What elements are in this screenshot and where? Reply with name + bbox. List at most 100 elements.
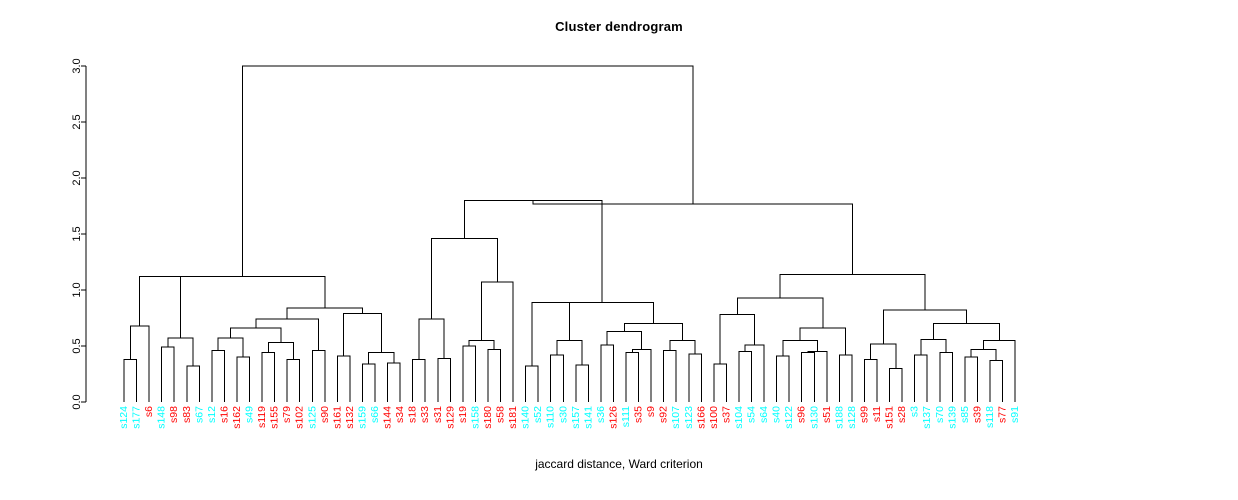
leaf-label: s141 (582, 406, 594, 429)
dendrogram-link (139, 276, 181, 339)
dendrogram-link (939, 352, 953, 402)
leaf-label: s177 (131, 406, 143, 429)
leaf-label: s155 (269, 406, 281, 429)
leaf-label: s140 (520, 406, 532, 429)
leaf-label: s119 (256, 406, 268, 428)
dendrogram-link (123, 358, 138, 402)
dendrogram-link (623, 323, 683, 341)
leaf-label: s54 (746, 406, 758, 423)
leaf-label: s158 (469, 406, 481, 429)
dendrogram-link (437, 357, 451, 402)
leaf-label: s111 (620, 406, 632, 427)
dendrogram-link (964, 356, 978, 402)
dendrogram-link (914, 354, 928, 402)
leaf-label: s151 (884, 406, 896, 429)
leaf-label: s188 (833, 406, 845, 429)
dendrogram-branches (123, 65, 1016, 402)
y-tick-label: 0.5 (71, 338, 83, 353)
dendrogram-link (412, 358, 426, 402)
leaf-label: s33 (419, 406, 431, 423)
leaf-label: s118 (984, 406, 996, 428)
dendrogram-link (625, 352, 640, 402)
dendrogram-link (550, 354, 564, 402)
dendrogram-link (631, 348, 652, 402)
dendrogram-link (600, 344, 614, 402)
leaf-label: s70 (934, 406, 946, 423)
dendrogram-link (606, 330, 643, 350)
y-axis: 0.00.51.01.52.02.53.0 (71, 58, 87, 410)
dendrogram-link (368, 352, 395, 364)
leaf-label: s85 (959, 406, 971, 423)
dendrogram-link (932, 323, 1000, 341)
leaf-label: s6 (143, 406, 155, 417)
y-tick-label: 0.0 (71, 394, 83, 409)
dendrogram-link (267, 342, 294, 360)
dendrogram-link (481, 281, 514, 402)
dendrogram-link (713, 363, 727, 402)
dendrogram-link (807, 351, 828, 402)
leaf-label: s40 (771, 406, 783, 423)
dendrogram-link (286, 358, 301, 402)
leaf-label: s148 (156, 406, 168, 429)
leaf-label: s166 (695, 406, 707, 429)
dendrogram-link (160, 276, 326, 308)
leaf-label: s58 (495, 406, 507, 423)
dendrogram-link (387, 362, 401, 402)
dendrogram-link (889, 367, 903, 402)
leaf-label: s34 (394, 406, 406, 423)
dendrogram-link (776, 355, 790, 402)
leaf-label: s35 (633, 406, 645, 423)
dendrogram-link (167, 337, 194, 367)
dendrogram-link (738, 351, 752, 402)
leaf-label: s90 (319, 406, 331, 423)
dendrogram-link (463, 199, 603, 303)
dendrogram-link (870, 343, 897, 369)
leaf-label: s79 (281, 406, 293, 423)
leaf-label: s102 (294, 406, 306, 429)
dendrogram-link (525, 365, 539, 402)
leaf-label: s49 (244, 406, 256, 423)
leaf-label: s51 (821, 406, 833, 423)
dendrogram-link (255, 318, 320, 351)
leaf-label: s16 (218, 406, 230, 423)
leaf-label: s130 (808, 406, 820, 429)
leaf-label: s132 (344, 406, 356, 429)
dendrogram-link (669, 339, 696, 354)
dendrogram-link (361, 363, 376, 402)
leaf-label: s122 (783, 406, 795, 429)
leaf-label: s180 (482, 406, 494, 429)
leaf-label: s31 (432, 406, 444, 423)
leaf-label: s39 (971, 406, 983, 423)
leaf-label: s28 (896, 406, 908, 423)
leaf-label: s92 (658, 406, 670, 423)
leaf-label: s19 (457, 406, 469, 423)
dendrogram-link (779, 273, 926, 311)
dendrogram-link (989, 360, 1003, 402)
dendrogram-link (532, 200, 853, 275)
leaf-label: s137 (921, 406, 933, 429)
leaf-label: s64 (758, 406, 770, 423)
dendrogram-link (186, 365, 200, 402)
leaf-label: s157 (570, 406, 582, 429)
dendrogram-link (782, 339, 818, 357)
dendrogram-link (468, 339, 495, 350)
leaf-label: s67 (193, 406, 205, 423)
dendrogram-link (663, 349, 677, 402)
dendrogram-link (838, 354, 853, 402)
dendrogram-link (236, 356, 250, 402)
leaf-label: s11 (871, 406, 883, 422)
dendrogram-link (556, 339, 583, 366)
dendrogram-link (688, 353, 702, 402)
leaf-label: s126 (607, 406, 619, 429)
dendrogram-link (336, 355, 351, 402)
leaf-label: s9 (645, 406, 657, 417)
dendrogram-link (217, 337, 244, 358)
y-tick-label: 3.0 (71, 58, 83, 73)
dendrogram-link (211, 349, 225, 402)
leaf-label: s30 (557, 406, 569, 423)
dendrogram-link (799, 327, 847, 355)
leaf-label: s98 (168, 406, 180, 423)
y-tick-label: 1.5 (71, 226, 83, 241)
